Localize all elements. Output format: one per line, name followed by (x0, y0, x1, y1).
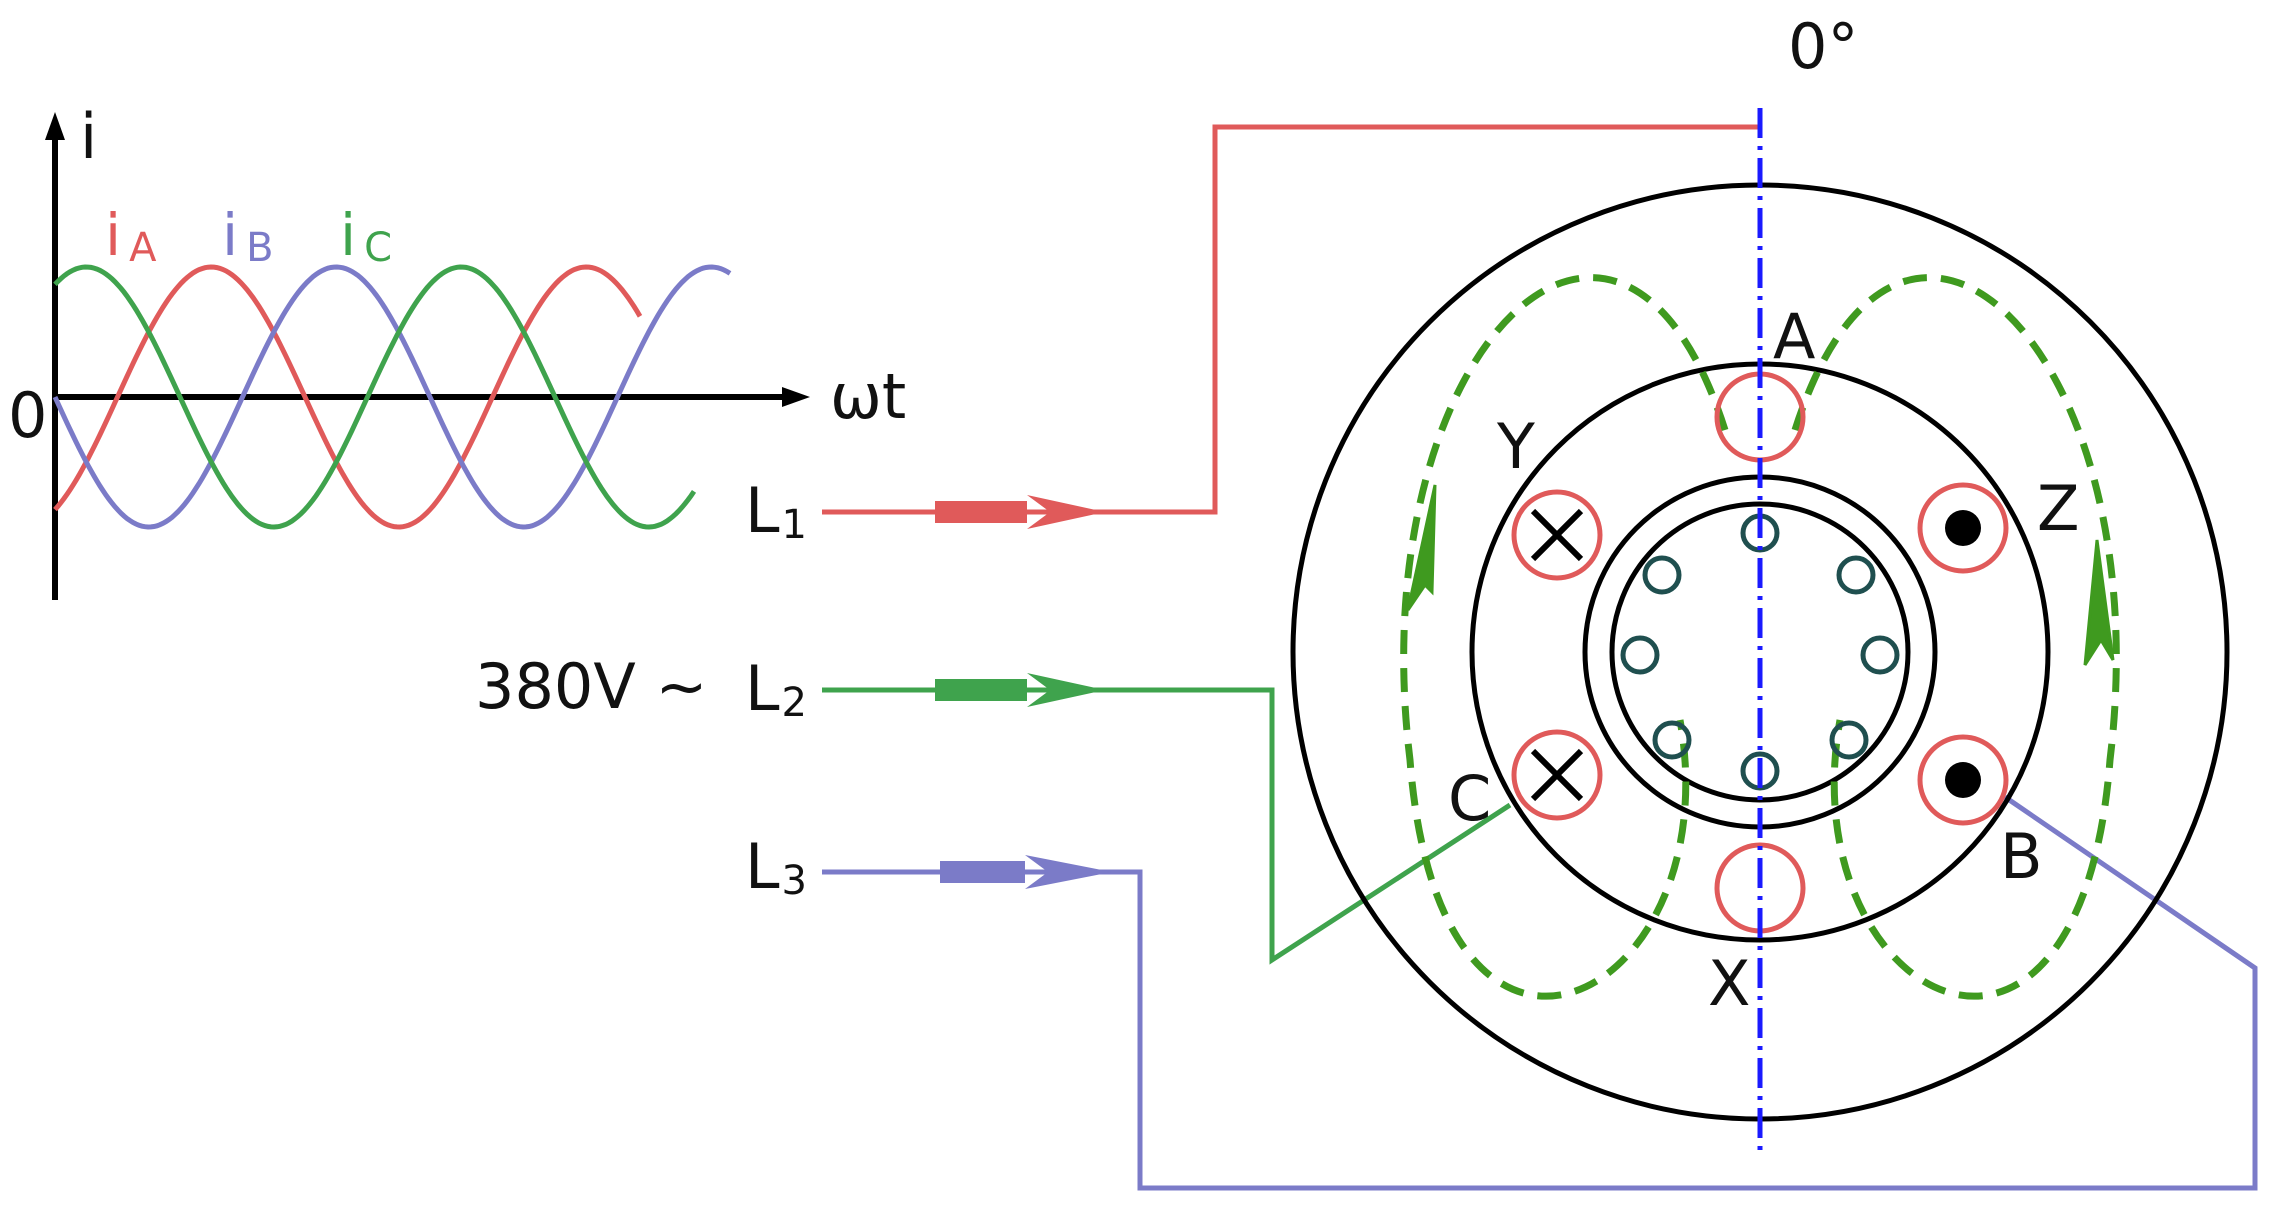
flux-arrow-right (2083, 539, 2115, 666)
dot-icon (1945, 762, 1981, 798)
dot-icon (1945, 510, 1981, 546)
line-l1-label: L1 (745, 474, 807, 548)
cross-icon (1530, 508, 1584, 562)
x-axis-arrowhead (782, 387, 810, 407)
motor-cross-section: 0° A Z B X C Y (1290, 10, 2230, 1150)
line-l1 (822, 124, 1760, 529)
flux-arrow-left (1406, 484, 1437, 611)
y-axis-arrowhead (45, 112, 65, 140)
supply-lines: 380V ~ L1 L2 L3 (475, 124, 2258, 1191)
line-l2 (822, 673, 1512, 965)
terminal-z: Z (2037, 472, 2079, 545)
terminal-y: Y (1496, 410, 1535, 483)
flux-loop-left (1400, 274, 1729, 1000)
magnetic-flux-lines (1400, 274, 2120, 1000)
line-l3-label: L3 (745, 830, 807, 904)
wave-ia (53, 264, 643, 530)
slot-y (1511, 489, 1603, 581)
cross-icon (1530, 748, 1584, 802)
slot-b (1917, 734, 2009, 826)
supply-voltage-label: 380V ~ (475, 650, 707, 723)
terminal-a: A (1773, 300, 1815, 373)
origin-label: 0 (8, 379, 47, 452)
stator-slots (1511, 371, 2009, 934)
slot-z (1917, 482, 2009, 574)
terminal-c: C (1448, 762, 1491, 835)
wave-ic (53, 264, 697, 530)
terminal-x: X (1708, 947, 1750, 1020)
terminal-b: B (2000, 820, 2043, 893)
wave-ib (52, 264, 732, 530)
line-l3 (822, 794, 2258, 1191)
line-l2-label: L2 (745, 652, 807, 726)
x-axis-label: ωt (830, 360, 906, 433)
stator-inner (1469, 361, 2051, 943)
zero-degree-label: 0° (1788, 10, 1858, 83)
flux-loop-right (1791, 274, 2120, 1000)
slot-c (1511, 729, 1603, 821)
y-axis-label: i (80, 100, 97, 173)
